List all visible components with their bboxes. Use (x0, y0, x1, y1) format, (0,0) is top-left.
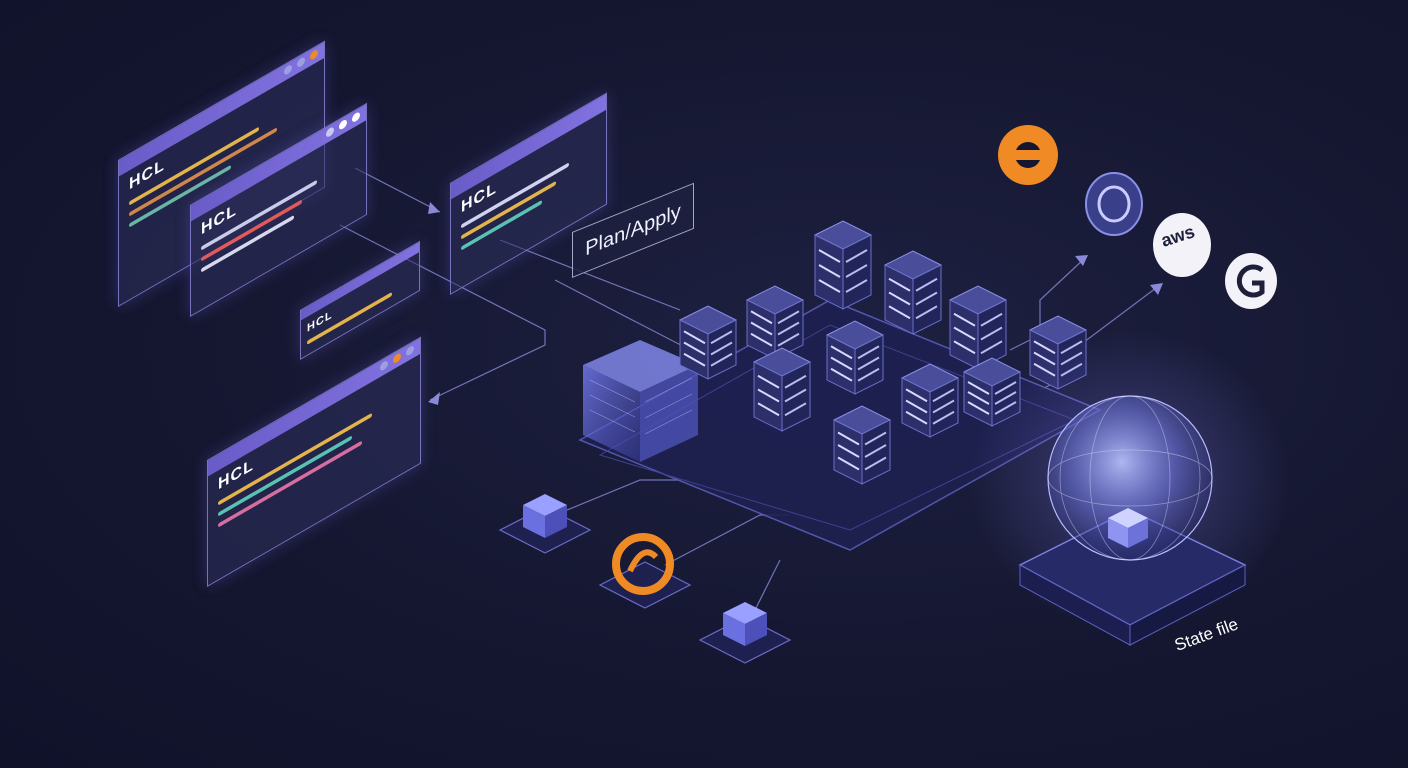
small-node-bottom (698, 602, 792, 664)
hashicorp-icon (998, 125, 1058, 185)
server-rack (883, 250, 943, 335)
state-file-globe (970, 330, 1290, 646)
server-rack (813, 220, 873, 310)
server-rack (752, 347, 812, 432)
azure-icon (1085, 172, 1143, 236)
window-dot-icon (284, 63, 292, 77)
window-dot-icon (380, 359, 388, 373)
window-dot-icon (310, 48, 318, 62)
window-dot-icon (326, 125, 334, 139)
server-rack (825, 320, 885, 395)
server-rack (832, 405, 892, 485)
google-cloud-icon (1225, 253, 1277, 309)
server-rack (948, 285, 1008, 370)
arrowhead (1075, 255, 1088, 266)
window-dot-icon (393, 351, 401, 365)
window-dot-icon (297, 56, 305, 69)
server-rack (900, 363, 960, 438)
glowing-cube (583, 340, 698, 462)
small-node-left (498, 494, 592, 554)
window-dot-icon (406, 344, 414, 358)
window-dot-icon (339, 118, 347, 131)
arrowhead (428, 392, 440, 405)
server-racks (678, 220, 1088, 485)
server-rack (745, 285, 805, 360)
window-dot-icon (352, 110, 360, 124)
arrowhead (1150, 283, 1163, 295)
server-rack (678, 305, 738, 380)
arrowhead (428, 202, 440, 214)
code-line (201, 199, 302, 262)
hashicorp-icon (612, 533, 674, 595)
code-line (461, 181, 556, 240)
aws-icon (1153, 213, 1211, 277)
